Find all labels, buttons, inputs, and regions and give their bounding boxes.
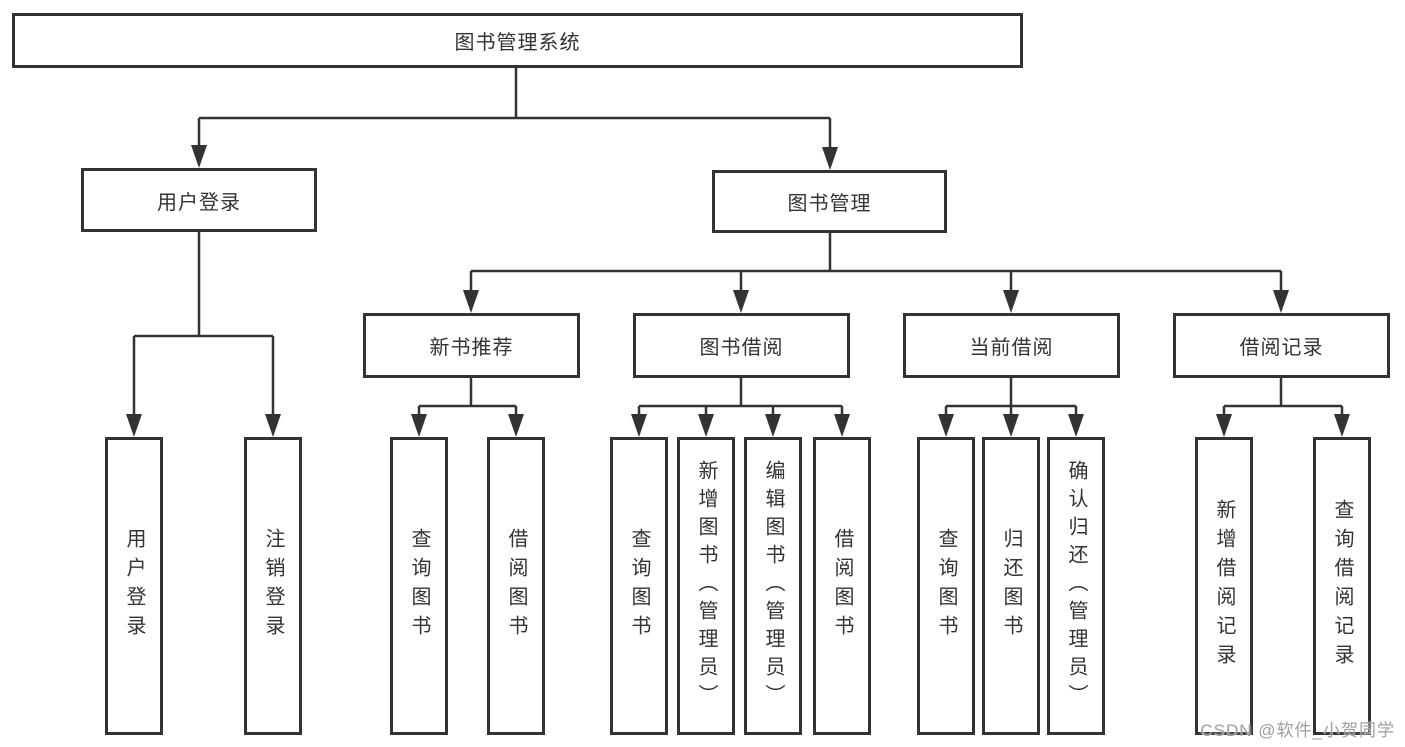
- leaf-borrow-add-books-admin: 新增图书（管理员）: [677, 437, 735, 735]
- node-user-login: 用户登录: [81, 168, 317, 232]
- leaf-borrow-query-books: 查询图书: [610, 437, 668, 735]
- leaf-records-add-borrow-record: 新增借阅记录: [1195, 437, 1253, 735]
- csdn-watermark: CSDN @软件_小贺同学: [1200, 721, 1395, 740]
- leaf-current-confirm-return-admin: 确认归还（管理员）: [1047, 437, 1105, 735]
- leaf-label: 借阅图书: [505, 528, 527, 644]
- leaf-label: 查询图书: [628, 528, 650, 644]
- leaf-label: 确认归还（管理员）: [1065, 460, 1087, 712]
- leaf-borrow-borrow-books: 借阅图书: [813, 437, 871, 735]
- node-new-book-recommend: 新书推荐: [363, 313, 580, 378]
- leaf-current-query-books: 查询图书: [917, 437, 975, 735]
- leaf-label: 新增图书（管理员）: [695, 460, 717, 712]
- node-book-borrow: 图书借阅: [633, 313, 850, 378]
- leaf-label: 编辑图书（管理员）: [762, 460, 784, 712]
- leaf-user-login: 用户登录: [105, 437, 163, 735]
- leaf-records-query-borrow-record: 查询借阅记录: [1313, 437, 1371, 735]
- leaf-recommend-query-books: 查询图书: [390, 437, 448, 735]
- leaf-label: 用户登录: [123, 528, 145, 644]
- leaf-label: 注销登录: [262, 528, 284, 644]
- leaf-label: 查询图书: [408, 528, 430, 644]
- node-root-system: 图书管理系统: [12, 13, 1023, 68]
- leaf-label: 新增借阅记录: [1213, 499, 1235, 673]
- arrowhead-icons: [126, 145, 1350, 437]
- leaf-current-return-books: 归还图书: [982, 437, 1040, 735]
- node-book-management: 图书管理: [712, 170, 947, 233]
- leaf-logout: 注销登录: [244, 437, 302, 735]
- leaf-label: 归还图书: [1000, 528, 1022, 644]
- leaf-recommend-borrow-books: 借阅图书: [487, 437, 545, 735]
- leaf-label: 借阅图书: [831, 528, 853, 644]
- leaf-borrow-edit-books-admin: 编辑图书（管理员）: [744, 437, 802, 735]
- node-current-borrow: 当前借阅: [903, 313, 1120, 378]
- node-borrow-records: 借阅记录: [1173, 313, 1390, 378]
- leaf-label: 查询图书: [935, 528, 957, 644]
- leaf-label: 查询借阅记录: [1331, 499, 1353, 673]
